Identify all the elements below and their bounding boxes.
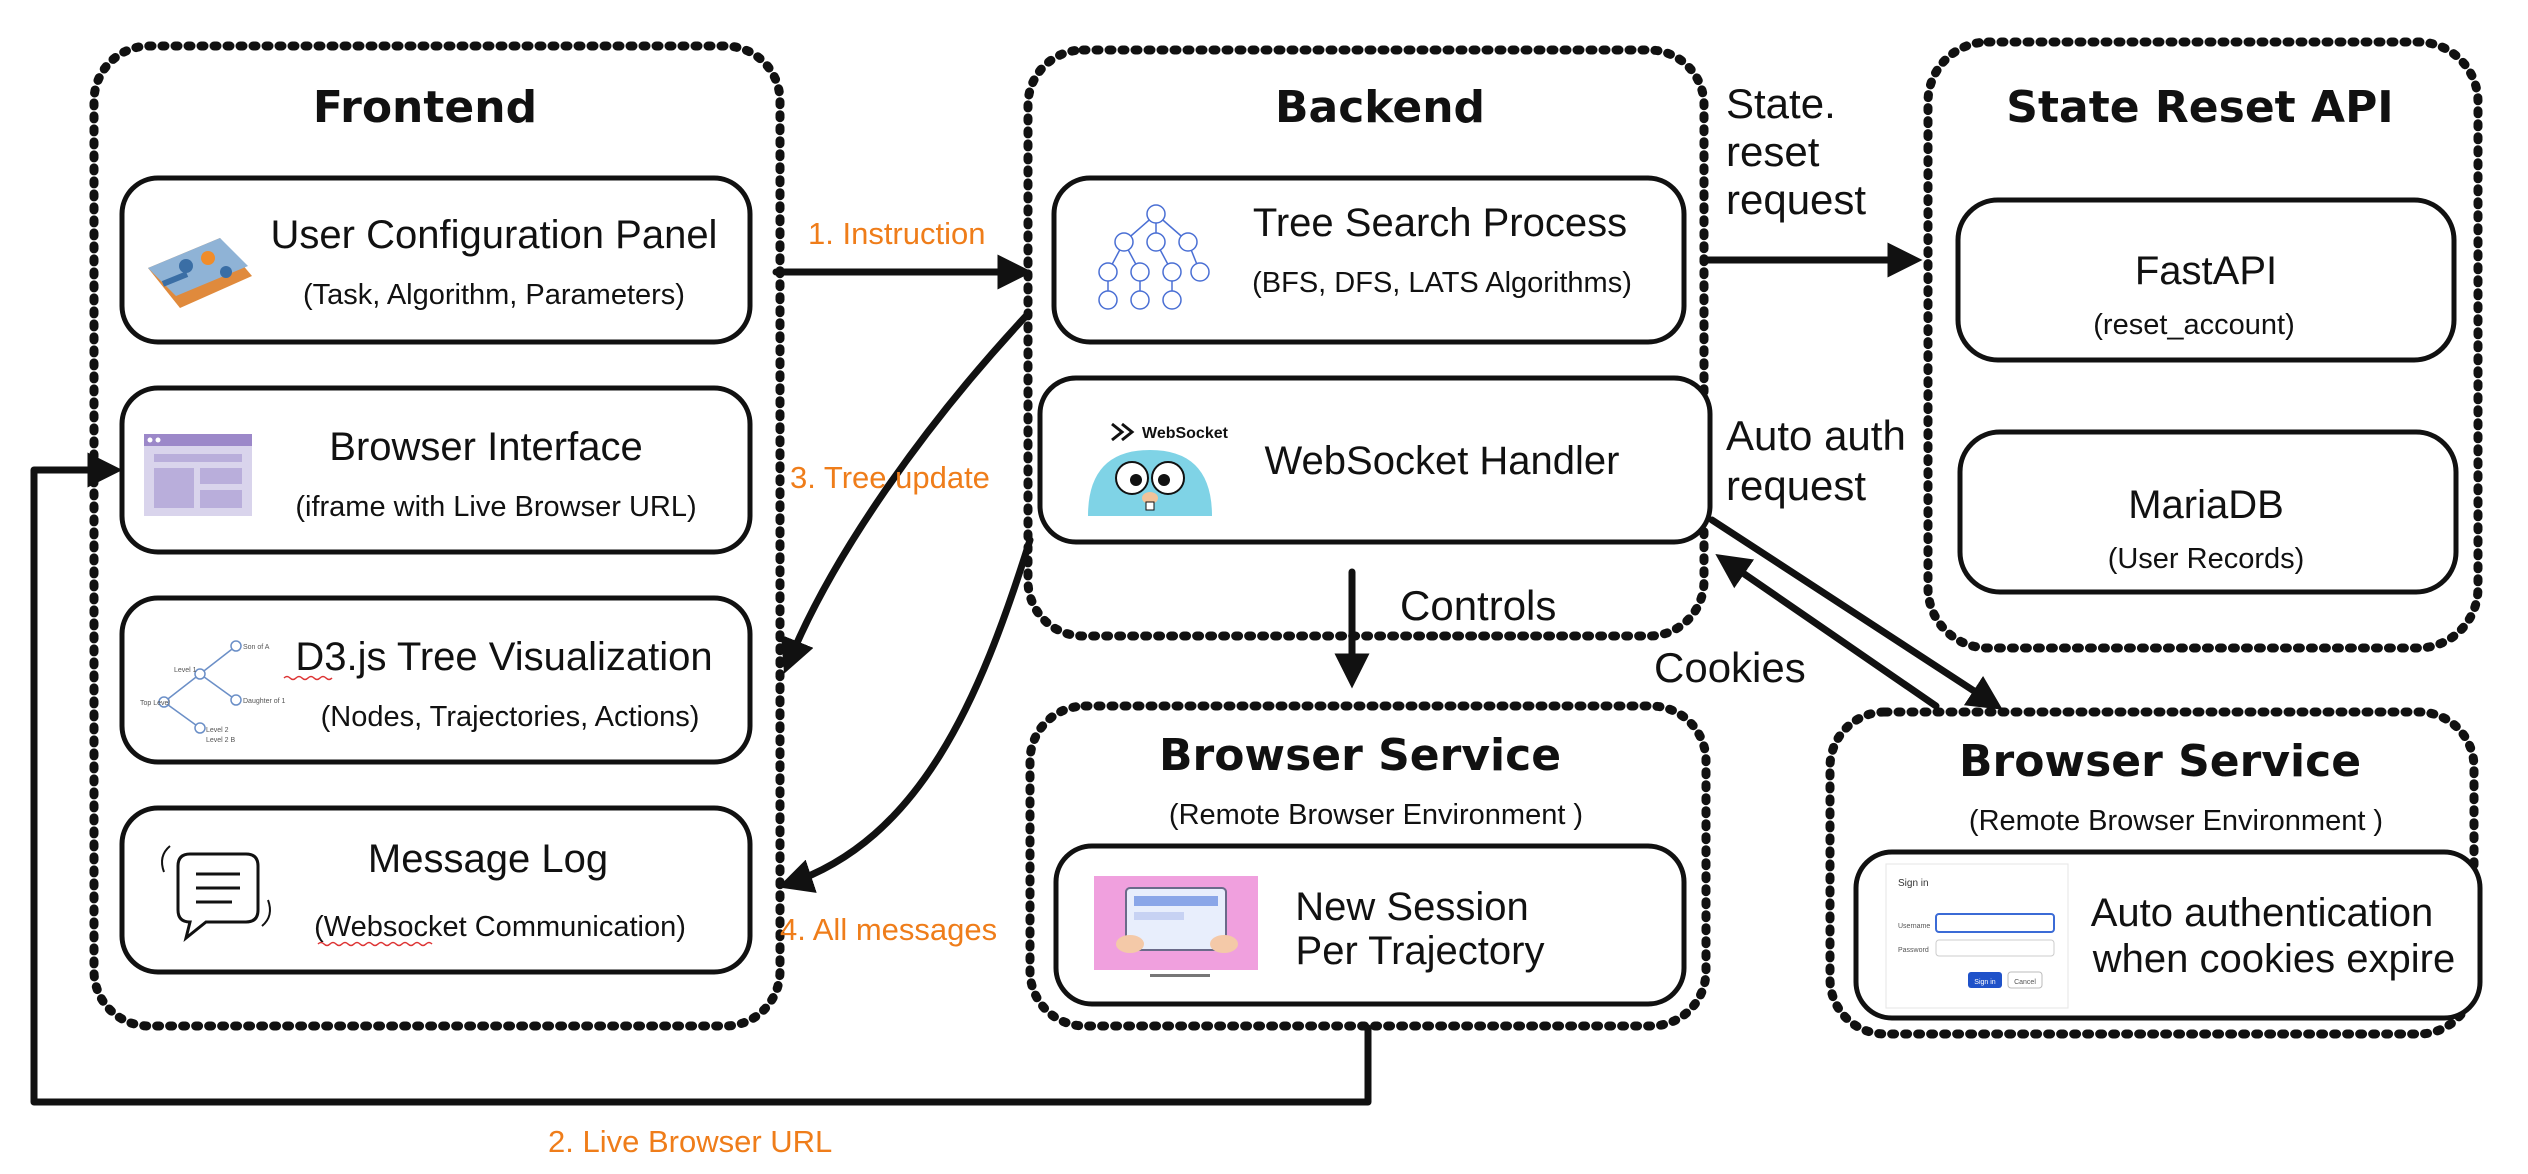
browser-window-icon (144, 434, 252, 516)
message-log-title: Message Log (368, 837, 608, 881)
backend-title: Backend (1275, 82, 1485, 133)
browser-service-1-subtitle: (Remote Browser Environment ) (1169, 799, 1583, 831)
signin-cancel-label: Cancel (2014, 979, 2036, 986)
controls-label: Controls (1400, 582, 1556, 629)
live-browser-url-label: 2. Live Browser URL (548, 1124, 832, 1159)
live-browser-url-arrow (30, 452, 1372, 1106)
message-log-subtitle: (Websocket Communication) (314, 911, 686, 943)
tree-thumb-label: Daughter of 1 (243, 698, 286, 705)
sign-in-form-icon: Sign in Username Password Sign in Cancel (1885, 863, 2069, 1009)
tree-thumb-label: Son of A (243, 644, 270, 651)
user-config-panel-card (119, 175, 753, 345)
d3-tree-visualization-card (119, 595, 753, 765)
message-log-card (119, 805, 753, 975)
auto-authentication-line2: when cookies expire (2092, 937, 2455, 981)
fastapi-title: FastAPI (2135, 249, 2277, 293)
all-messages-arrow (778, 536, 1034, 893)
websocket-handler-title: WebSocket Handler (1265, 439, 1620, 483)
browser-service-1-title: Browser Service (1159, 730, 1561, 781)
signin-username-field (1935, 913, 2055, 933)
frontend-title: Frontend (313, 82, 537, 133)
tree-search-process-title: Tree Search Process (1253, 201, 1627, 245)
signin-button-label: Sign in (1974, 979, 1996, 986)
tree-search-process-card (1051, 175, 1687, 345)
websocket-logo-text: WebSocket (1142, 425, 1229, 442)
signin-cancel-button (2007, 971, 2043, 989)
mariadb-title: MariaDB (2128, 483, 2284, 527)
tree-graph-icon (158, 640, 242, 734)
signin-password-label: Password (1898, 947, 1929, 954)
state-reset-request-label-line1: State. (1726, 80, 1836, 127)
state-reset-api-title: State Reset API (2006, 82, 2393, 133)
signin-password-field (1935, 939, 2055, 957)
cookies-label: Cookies (1654, 644, 1806, 691)
state-reset-request-label-line3: request (1726, 176, 1866, 223)
spellcheck-underline (317, 941, 433, 947)
tree-update-arrow (780, 312, 1030, 674)
tree-thumb-label: Level 2 B (206, 737, 236, 744)
user-config-panel-subtitle: (Task, Algorithm, Parameters) (303, 279, 685, 311)
tree-thumb-label: Level 1 (174, 667, 197, 674)
browser-interface-title: Browser Interface (329, 425, 642, 469)
auto-auth-request-label-line1: Auto auth (1726, 412, 1906, 459)
new-session-line1: New Session (1295, 885, 1528, 929)
fastapi-card (1955, 197, 2457, 363)
all-messages-label: 4. All messages (780, 912, 997, 947)
mariadb-subtitle: (User Records) (2108, 543, 2305, 575)
instruction-label: 1. Instruction (808, 216, 985, 251)
signin-button (1968, 972, 2002, 988)
auto-auth-request-arrow (1708, 516, 2003, 710)
state-reset-api-group (1923, 37, 2483, 653)
signin-heading: Sign in (1898, 878, 1929, 889)
mariadb-card (1957, 429, 2459, 595)
browser-interface-subtitle: (iframe with Live Browser URL) (295, 491, 696, 523)
frontend-group (89, 41, 785, 1031)
browser-session-illustration-icon (1094, 876, 1258, 977)
tree-thumb-label: Level 2 (206, 727, 229, 734)
d3-tree-visualization-title: D3.js Tree Visualization (295, 635, 712, 679)
control-panel-icon (148, 238, 252, 308)
user-config-panel-title: User Configuration Panel (271, 213, 718, 257)
signin-username-label: Username (1898, 923, 1930, 930)
tree-search-process-subtitle: (BFS, DFS, LATS Algorithms) (1252, 267, 1632, 299)
state-reset-request-label-line2: reset (1726, 128, 1820, 175)
auto-authentication-line1: Auto authentication (2091, 891, 2433, 935)
browser-service-2-title: Browser Service (1959, 736, 2361, 787)
fastapi-subtitle: (reset_account) (2093, 309, 2295, 341)
tree-thumb-labels: Level 1 Level 2 Top Level Level 2 B Daug… (140, 644, 286, 744)
backend-group (1023, 45, 1709, 641)
d3-tree-visualization-subtitle: (Nodes, Trajectories, Actions) (321, 701, 700, 733)
tree-thumb-label: Top Level (140, 700, 170, 707)
auto-auth-request-label-line2: request (1726, 462, 1866, 509)
cookies-arrow (1715, 554, 1940, 710)
browser-service-2-subtitle: (Remote Browser Environment ) (1969, 805, 2383, 837)
tree-update-label: 3. Tree update (790, 460, 990, 495)
new-session-line2: Per Trajectory (1296, 929, 1545, 973)
gopher-websocket-icon: WebSocket (1088, 422, 1229, 516)
spellcheck-underline (283, 675, 333, 681)
tree-nodes-icon (1098, 204, 1210, 310)
chat-bubble-icon (161, 845, 271, 942)
